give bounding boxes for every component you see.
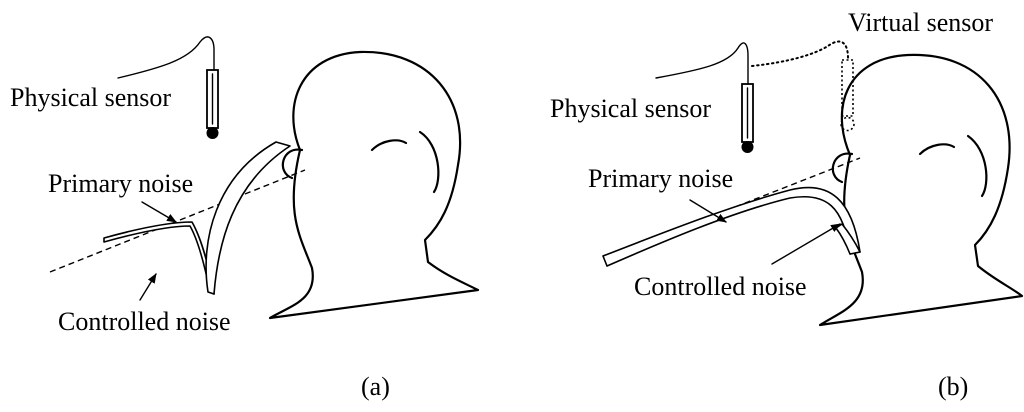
- primary-noise-label: Primary noise: [48, 169, 193, 198]
- primary-noise-arrow: [689, 199, 727, 223]
- panel-b: Physical sensor Virtual sensor Primary n…: [550, 8, 1024, 401]
- primary-noise-ribbon: [103, 221, 215, 295]
- panel-a: Physical sensor Primary noise Controlled…: [10, 36, 480, 401]
- controlled-noise-arrow: [139, 273, 157, 301]
- controlled-noise-label: Controlled noise: [58, 307, 231, 336]
- primary-path-line: [49, 169, 306, 273]
- caption-a: (a): [361, 372, 390, 401]
- primary-noise-label: Primary noise: [588, 164, 733, 193]
- primary-noise-arrow: [141, 201, 177, 223]
- physical-sensor-cable: [655, 42, 749, 85]
- physical-sensor-label: Physical sensor: [550, 94, 711, 123]
- head-nose: [966, 134, 988, 198]
- head-outline: [818, 53, 1024, 327]
- head-outline: [268, 50, 480, 320]
- head-nose: [418, 130, 440, 194]
- controlled-noise-ribbon: [205, 141, 291, 295]
- physical-sensor-label: Physical sensor: [10, 83, 171, 112]
- physical-sensor-cable: [117, 36, 215, 79]
- head-ear: [281, 148, 304, 180]
- head-eye: [370, 139, 408, 152]
- head-eye: [918, 143, 956, 156]
- primary-noise-ribbon: [602, 186, 861, 267]
- head-ear: [831, 152, 854, 184]
- virtual-sensor-cable: [751, 40, 849, 67]
- caption-b: (b): [938, 372, 968, 401]
- virtual-sensor-body: [841, 59, 854, 117]
- controlled-noise-arrow: [771, 223, 841, 265]
- virtual-sensor-tip: [840, 116, 855, 132]
- controlled-noise-ribbon: [835, 223, 861, 255]
- physical-sensor-tip: [741, 141, 754, 153]
- virtual-sensor-label: Virtual sensor: [848, 8, 993, 37]
- controlled-noise-label: Controlled noise: [634, 272, 807, 301]
- physical-sensor-tip: [206, 127, 219, 139]
